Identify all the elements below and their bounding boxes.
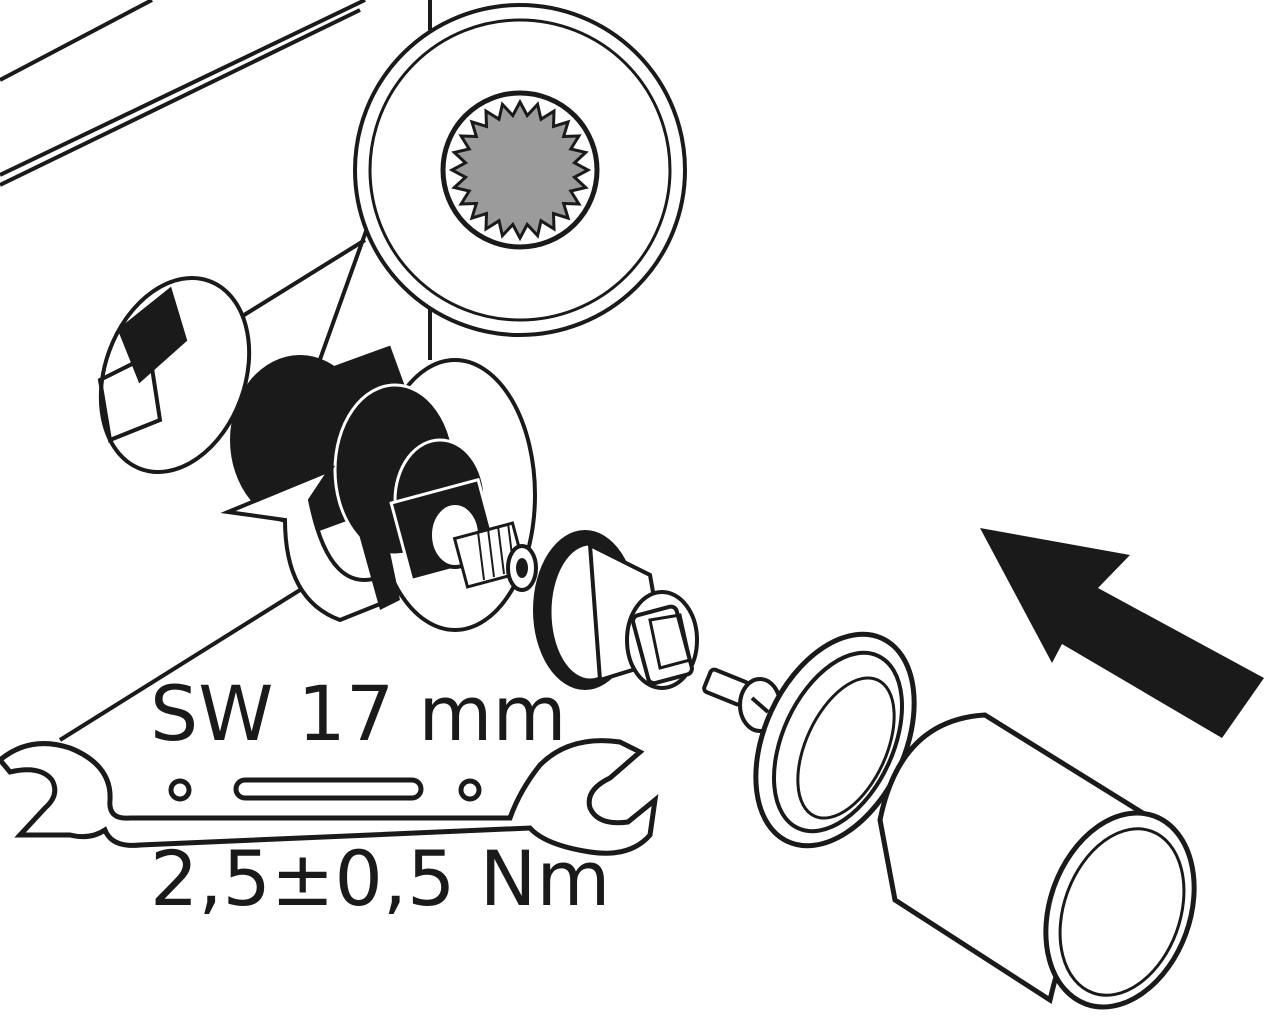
arrow-up-left-icon [980,528,1264,738]
torque-label: 2,5±0,5 Nm [150,834,610,923]
spline-detail-callout [316,3,687,366]
wrench-icon [0,738,659,856]
valve-cartridge [220,345,538,632]
wall-opening [97,276,252,474]
spline-gear-icon [448,98,592,242]
adapter-piece [533,530,699,690]
wrench-size-label: SW 17 mm [150,669,566,758]
rosette-ring [753,631,917,849]
handle-cap [877,712,1197,1010]
